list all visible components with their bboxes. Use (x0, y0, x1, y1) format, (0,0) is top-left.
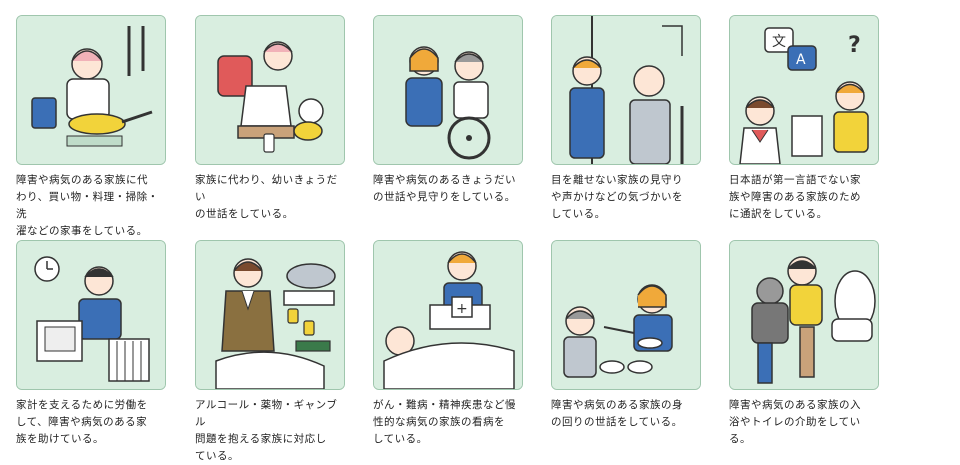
card-working: 家計を支えるために労働を して、障害や病気のある家 族を助けている。 (16, 240, 166, 448)
card-caption: 家族に代わり、幼いきょうだい の世話をしている。 (195, 174, 338, 220)
toilet-assist-illustration (729, 240, 879, 390)
card-addiction: アルコール・薬物・ギャンブル 問題を抱える家族に対応し ている。 (195, 240, 345, 465)
card-interpreting: 文 A ? 日本語が第一言語でない家 族や障害のある家族のため に通訳をしている… (729, 15, 879, 223)
svg-text:+: + (456, 301, 468, 317)
nursing-illustration: + (373, 240, 523, 390)
card-toilet-assist: 障害や病気のある家族の入 浴やトイレの介助をしている。 (729, 240, 879, 448)
card-caption: 家計を支えるために労働を して、障害や病気のある家 族を助けている。 (16, 399, 148, 445)
card-caption: 障害や病気のある家族に代 わり、買い物・料理・掃除・洗 濯などの家事をしている。 (16, 174, 159, 237)
card-housework: 障害や病気のある家族に代 わり、買い物・料理・掃除・洗 濯などの家事をしている。 (16, 15, 166, 240)
card-nursing: + がん・難病・精神疾患など慢 性的な病気の家族の看病を している。 (373, 240, 523, 448)
cooking-illustration (16, 15, 166, 165)
card-caption: アルコール・薬物・ギャンブル 問題を抱える家族に対応し ている。 (195, 399, 338, 462)
svg-text:A: A (796, 52, 806, 68)
card-watching: 目を離せない家族の見守り や声かけなどの気づかいを している。 (551, 15, 701, 223)
card-caption: 目を離せない家族の見守り や声かけなどの気づかいを している。 (551, 174, 683, 220)
card-caption: 障害や病気のある家族の入 浴やトイレの介助をしている。 (729, 399, 861, 445)
working-illustration (16, 240, 166, 390)
interpreting-illustration: 文 A ? (729, 15, 879, 165)
card-caption: 障害や病気のあるきょうだい の世話や見守りをしている。 (373, 174, 516, 203)
card-caption: 障害や病気のある家族の身 の回りの世話をしている。 (551, 399, 683, 428)
card-caption: 日本語が第一言語でない家 族や障害のある家族のため に通訳をしている。 (729, 174, 861, 220)
svg-text:文: 文 (772, 34, 786, 50)
watching-elder-illustration (551, 15, 701, 165)
addiction-illustration (195, 240, 345, 390)
young-carer-grid: 障害や病気のある家族に代 わり、買い物・料理・掃除・洗 濯などの家事をしている。… (16, 15, 879, 462)
card-caption: がん・難病・精神疾患など慢 性的な病気の家族の看病を している。 (373, 399, 516, 445)
feeding-illustration (551, 240, 701, 390)
sibling-care-illustration (195, 15, 345, 165)
wheelchair-illustration (373, 15, 523, 165)
card-sibling-care: 家族に代わり、幼いきょうだい の世話をしている。 (195, 15, 345, 223)
card-sibling-watch: 障害や病気のあるきょうだい の世話や見守りをしている。 (373, 15, 523, 206)
svg-text:?: ? (848, 33, 861, 58)
card-personal-care: 障害や病気のある家族の身 の回りの世話をしている。 (551, 240, 701, 431)
